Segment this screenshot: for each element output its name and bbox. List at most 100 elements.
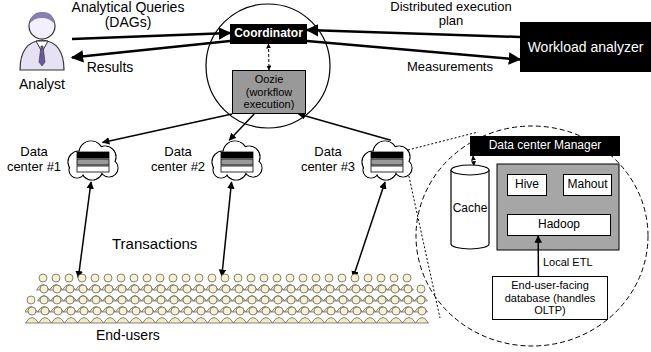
connector	[103, 114, 232, 142]
node-label: End-user-facing database (handles OLTP)	[497, 279, 603, 317]
crowd-head	[235, 296, 243, 304]
edge-label: Measurements	[395, 60, 505, 74]
crowd-head	[352, 285, 360, 293]
crowd-head	[274, 285, 282, 293]
crowd-head	[391, 296, 399, 304]
crowd-body	[325, 318, 338, 324]
crowd-head	[327, 307, 335, 315]
crowd-head	[209, 296, 217, 304]
stack-bar	[371, 152, 403, 158]
node-label: Data center #1	[4, 138, 64, 182]
connector	[307, 41, 520, 60]
zoom-leader	[408, 172, 440, 318]
cloud-figure	[68, 141, 118, 180]
crowd-person	[416, 307, 429, 323]
crowd-head	[390, 274, 398, 282]
crowd-head	[105, 285, 113, 293]
crowd-body	[273, 318, 286, 324]
node-label: End-users	[93, 327, 163, 343]
analyzer-box: Workload analyzer	[520, 22, 651, 72]
crowd-head	[326, 285, 334, 293]
crowd-head	[53, 285, 61, 293]
node-label: Data center #2	[148, 138, 208, 182]
component-box: Hadoop	[507, 214, 611, 236]
crowd-head	[183, 296, 191, 304]
crowd-head	[182, 274, 190, 282]
connector	[78, 182, 91, 278]
crowd-body	[416, 318, 429, 324]
crowd-head	[197, 307, 205, 315]
crowd-head	[274, 296, 282, 304]
crowd-body	[78, 318, 91, 324]
crowd-body	[26, 318, 39, 324]
crowd-head	[27, 296, 35, 304]
node-label: Mahout	[567, 178, 607, 192]
node-label: Cache	[450, 202, 490, 216]
crowd-head	[391, 285, 399, 293]
crowd-head	[417, 296, 425, 304]
node-label: Oozie (workflow execution)	[237, 73, 301, 111]
person-figure	[20, 12, 64, 70]
stack-bar	[371, 159, 403, 165]
crowd-head	[234, 274, 242, 282]
crowd-person	[273, 307, 286, 323]
crowd-head	[325, 274, 333, 282]
crowd-head	[288, 307, 296, 315]
crowd-head	[131, 296, 139, 304]
person-hair	[29, 12, 55, 24]
crowd-head	[91, 274, 99, 282]
crowd-body	[377, 318, 390, 324]
crowd-head	[378, 285, 386, 293]
data-center-cloud: Data center #3	[298, 138, 414, 182]
crowd-head	[365, 296, 373, 304]
hadoop-stack-panel	[497, 164, 619, 250]
node-label: Data center Manager	[489, 139, 602, 153]
coordinator-box: Coordinator	[230, 24, 307, 44]
crowd-person	[65, 307, 78, 323]
crowd-head	[169, 274, 177, 282]
crowd-head	[261, 296, 269, 304]
crowd-head	[40, 296, 48, 304]
crowd-head	[262, 307, 270, 315]
crowd-head	[236, 307, 244, 315]
crowd-head	[287, 296, 295, 304]
crowd-head	[221, 274, 229, 282]
connector	[222, 182, 232, 276]
crowd-person	[78, 307, 91, 323]
crowd-head	[54, 307, 62, 315]
crowd-head	[301, 307, 309, 315]
crowd-person	[403, 307, 416, 323]
crowd-head	[208, 274, 216, 282]
crowd-head	[40, 285, 48, 293]
crowd-person	[195, 307, 208, 323]
crowd-body	[247, 318, 260, 324]
node-label: Workload analyzer	[528, 39, 644, 55]
edge-label: Local ETL	[543, 256, 603, 268]
analyst-icon: Analyst	[12, 6, 72, 98]
crowd-head	[157, 296, 165, 304]
cloud-figure	[212, 141, 262, 180]
crowd-head	[299, 274, 307, 282]
crowd-head	[247, 274, 255, 282]
crowd-head	[326, 296, 334, 304]
crowd-head	[39, 274, 47, 282]
crowd-body	[403, 318, 416, 324]
crowd-head	[196, 296, 204, 304]
crowd-head	[379, 307, 387, 315]
crowd-head	[418, 307, 426, 315]
crowd-body	[286, 318, 299, 324]
crowd-body	[312, 318, 325, 324]
crowd-person	[39, 307, 52, 323]
crowd-head	[249, 307, 257, 315]
crowd-body	[52, 318, 65, 324]
crowd-person	[169, 307, 182, 323]
crowd-head	[144, 285, 152, 293]
crowd-person	[52, 307, 65, 323]
crowd-head	[339, 285, 347, 293]
crowd-person	[143, 307, 156, 323]
crowd-head	[313, 285, 321, 293]
crowd-head	[313, 296, 321, 304]
manager-bar: Data center Manager	[470, 136, 620, 156]
crowd-body	[221, 318, 234, 324]
cylinder-body	[451, 170, 489, 249]
